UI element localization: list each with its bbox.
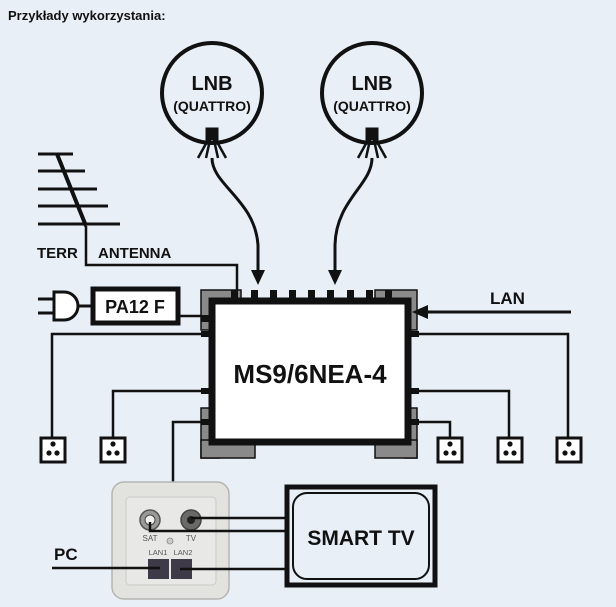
lan1-port-label: LAN1 (149, 548, 168, 557)
arrow-left-icon (412, 305, 428, 319)
tv-port-label: TV (186, 534, 197, 543)
lnb-right-dish (320, 41, 424, 145)
outlet-socket-icon (496, 436, 524, 464)
power-supply-box (90, 286, 181, 326)
terrestrial-antenna-icon (38, 152, 239, 294)
multiswitch-body (208, 297, 412, 446)
outlet-socket-icon (99, 436, 127, 464)
lnb-left-dish (160, 41, 264, 145)
lan-input-label: LAN (490, 289, 525, 308)
lnb-right-feed-icon (356, 127, 388, 159)
power-plug-icon (38, 290, 92, 322)
smart-tv-screen (292, 492, 430, 580)
sat-port-label: SAT (143, 534, 158, 543)
lnb-right-subtitle: (QUATTRO) (333, 98, 411, 114)
lnb-left-subtitle: (QUATTRO) (173, 98, 251, 114)
antenna-label-terr: TERR (37, 245, 78, 262)
lnb-right-cable (333, 157, 374, 272)
screw-icon (166, 537, 174, 545)
outlet-socket-icon (555, 436, 583, 464)
power-supply-label: PA12 F (105, 297, 165, 317)
lan2-port-label: LAN2 (174, 548, 193, 557)
output-cables (50, 332, 570, 482)
lnb-left-cable (210, 157, 260, 272)
antenna-label-antenna: ANTENNA (98, 245, 171, 262)
outlet-socket-icon (436, 436, 464, 464)
arrow-down-icon (251, 270, 265, 285)
multiswitch-label: MS9/6NEA-4 (233, 359, 387, 389)
section-heading: Przykłady wykorzystania: (8, 8, 166, 23)
lnb-left-title: LNB (191, 73, 232, 95)
tv-coax-connector-icon (180, 509, 202, 531)
outlet-socket-icon (39, 436, 67, 464)
lnb-right-title: LNB (351, 73, 392, 95)
lnb-left-feed-icon (196, 127, 228, 159)
smart-tv-label: SMART TV (307, 527, 414, 550)
arrow-down-icon (328, 270, 342, 285)
pc-label: PC (54, 545, 78, 564)
outlet-cables (52, 516, 290, 571)
multiswitch-top-ports (201, 290, 419, 425)
